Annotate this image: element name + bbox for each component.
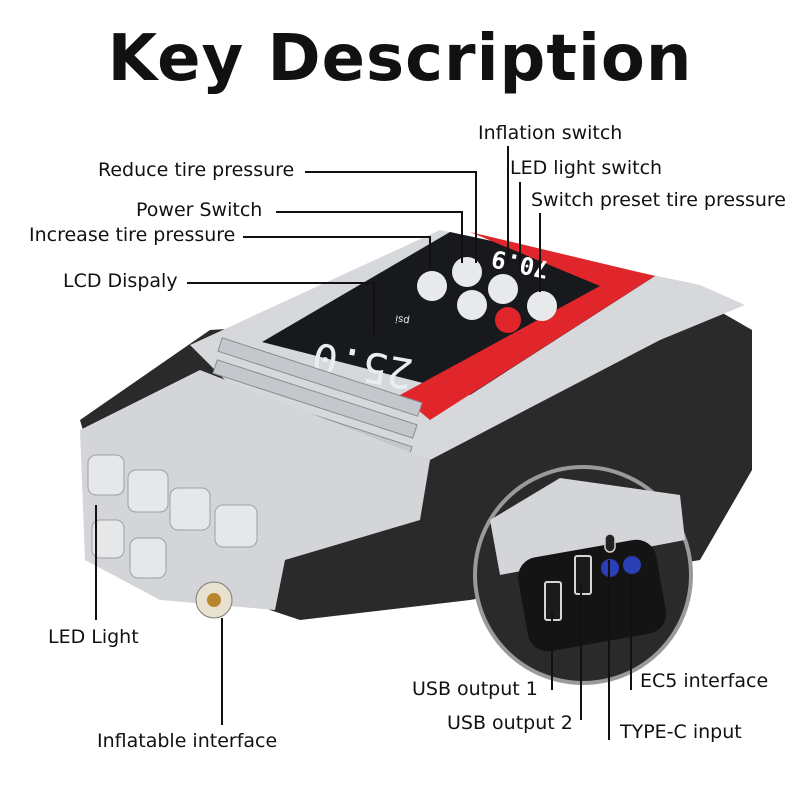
red-accent-panel xyxy=(400,232,655,420)
port-panel xyxy=(518,533,667,652)
label-inflatable-interface: Inflatable interface xyxy=(97,730,278,752)
label-led-light-switch: LED light switch xyxy=(510,157,663,179)
page-title: Key Description xyxy=(107,22,693,96)
increase-pressure-button xyxy=(417,271,447,301)
usb-port-2 xyxy=(574,555,592,595)
power-button xyxy=(457,290,487,320)
preset-button xyxy=(527,291,557,321)
label-inflation-switch: Inflation switch xyxy=(478,122,623,144)
led-switch-button xyxy=(495,307,521,333)
label-type-c-input: TYPE-C input xyxy=(620,721,742,743)
front-bumps xyxy=(87,454,258,579)
leader-lines xyxy=(95,146,632,740)
label-usb-output-2: USB output 2 xyxy=(447,712,573,734)
reduce-pressure-button xyxy=(452,257,482,287)
label-increase-tire-pressure: Increase tire pressure xyxy=(29,224,236,246)
label-lcd-display: LCD Dispaly xyxy=(63,270,178,292)
lcd-unit: psi xyxy=(394,313,410,326)
front-end-cap xyxy=(80,370,430,610)
type-c-port xyxy=(604,533,616,553)
inflation-button xyxy=(488,274,518,304)
label-power-switch: Power Switch xyxy=(136,199,263,221)
label-reduce-tire-pressure: Reduce tire pressure xyxy=(98,159,295,181)
display-panel xyxy=(262,232,655,395)
ec5-port-b xyxy=(623,556,641,574)
label-ec5-interface: EC5 interface xyxy=(640,670,769,692)
label-usb-output-1: USB output 1 xyxy=(412,678,538,700)
label-switch-preset-tire-pressure: Switch preset tire pressure xyxy=(531,189,786,211)
control-buttons xyxy=(417,257,557,333)
label-led-light: LED Light xyxy=(48,626,139,648)
